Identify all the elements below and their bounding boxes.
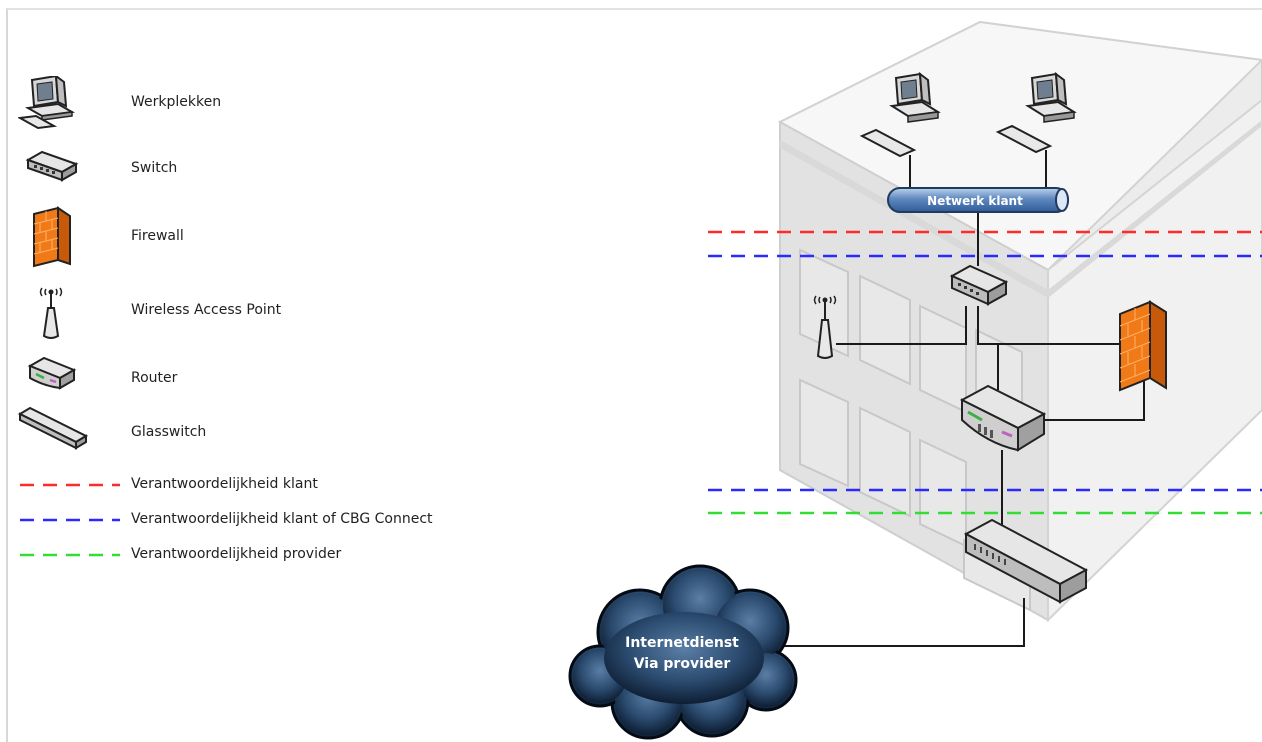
responsibility-lines xyxy=(708,230,1262,515)
legend-line-red xyxy=(20,483,120,487)
legend-label-workstations: Werkplekken xyxy=(131,94,222,110)
building xyxy=(777,20,1262,623)
legend-label-switch: Switch xyxy=(131,160,178,176)
legend-label-firewall: Firewall xyxy=(131,228,184,244)
legend-label-wireless-access-point: Wireless Access Point xyxy=(131,302,282,318)
legend-line-blue xyxy=(20,518,120,522)
workstation-icon xyxy=(18,76,76,130)
legend-label-responsibility-client: Verantwoordelijkheid klant xyxy=(131,476,318,492)
legend-label-responsibility-client-or-cbg: Verantwoordelijkheid klant of CBG Connec… xyxy=(131,511,433,527)
wireless-access-point-icon xyxy=(39,287,63,339)
firewall-icon xyxy=(1119,300,1167,392)
router-icon xyxy=(959,384,1047,452)
network-hub: Netwerk klant xyxy=(887,187,1069,213)
legend-label-responsibility-provider: Verantwoordelijkheid provider xyxy=(131,546,342,562)
firewall-icon xyxy=(33,206,71,268)
network-hub-label: Netwerk klant xyxy=(927,194,1023,208)
workstation-right-icon xyxy=(995,71,1077,154)
internet-cloud: Internetdienst Via provider xyxy=(568,564,798,740)
network-links xyxy=(780,150,1145,647)
glass-switch-icon xyxy=(963,518,1089,604)
workstation-left-icon xyxy=(859,71,941,158)
legend-line-green xyxy=(20,553,120,557)
wireless-access-point-icon xyxy=(813,295,837,359)
glass-switch-icon xyxy=(17,406,89,450)
cloud-label-line2: Via provider xyxy=(634,656,731,672)
legend-label-glass-switch: Glasswitch xyxy=(131,424,207,440)
legend-label-router: Router xyxy=(131,370,178,386)
cloud-label-line1: Internetdienst xyxy=(625,635,739,651)
switch-icon xyxy=(25,150,79,182)
switch-icon xyxy=(949,264,1009,306)
router-icon xyxy=(27,356,77,390)
